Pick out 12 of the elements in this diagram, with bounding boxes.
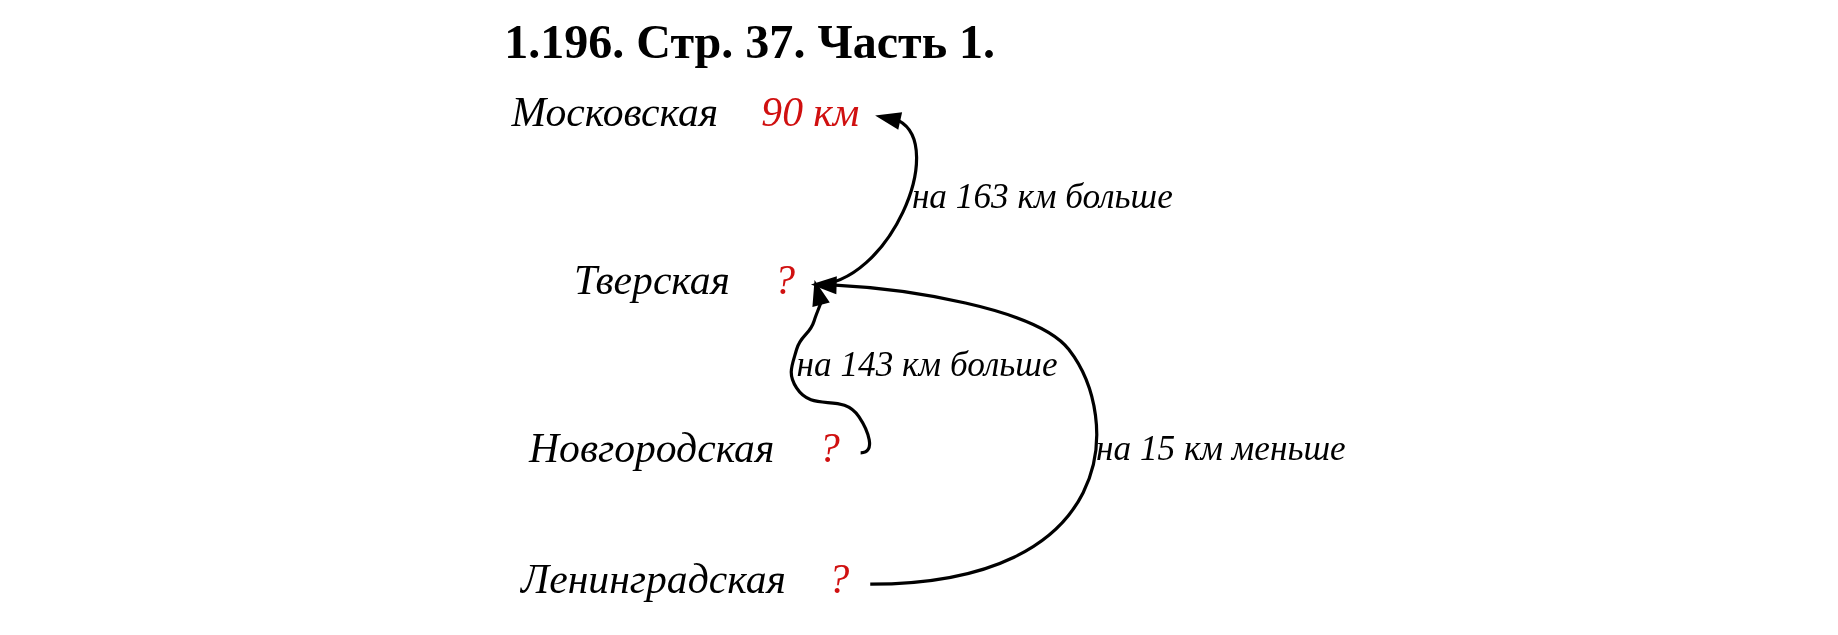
- node-text: Московская: [510, 88, 718, 135]
- edge-label: на 143 км больше: [796, 345, 1058, 385]
- edge-label: на 15 км меньше: [1095, 429, 1346, 469]
- node-label: 90 км: [760, 88, 859, 135]
- node-text: Ленинградская: [520, 556, 786, 603]
- node-text: Новгородская: [528, 425, 774, 472]
- edge-label: на 163 км больше: [911, 176, 1173, 216]
- node-label: ?: [773, 256, 795, 303]
- node-text: Тверская: [573, 256, 730, 303]
- diagram-title: 1.196. Стр. 37. Часть 1.: [503, 15, 995, 68]
- node-label: ?: [828, 556, 849, 603]
- node-label: ?: [818, 425, 840, 472]
